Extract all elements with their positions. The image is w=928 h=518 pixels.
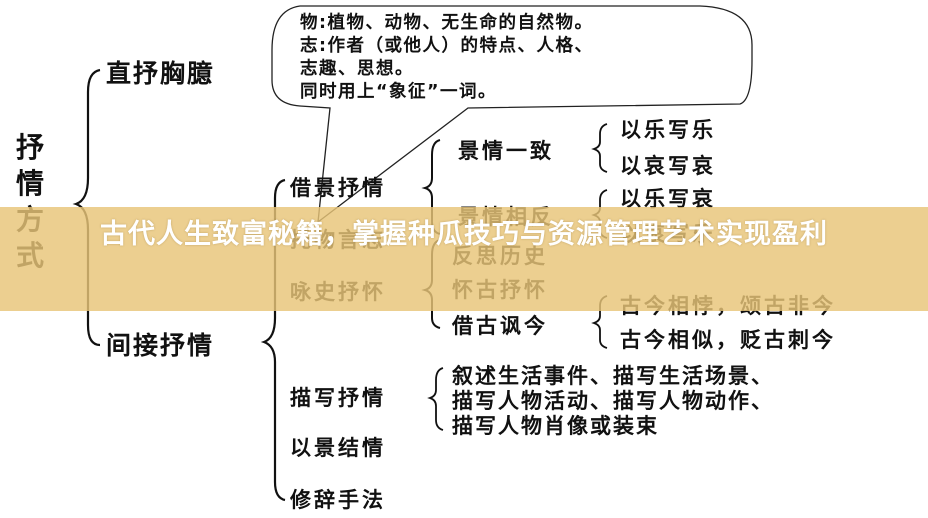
method-miaoxie: 描写抒情	[290, 386, 386, 410]
jiegu-sub: 古今相似，贬古刺今	[620, 328, 836, 352]
callout-bubble-outline	[271, 5, 753, 224]
miaoxie-line: 叙述生活事件、描写生活场景、	[452, 364, 774, 388]
jingqing-yizhi-sub: 以乐写乐	[620, 118, 716, 142]
miaoxie-details: 叙述生活事件、描写生活场景、 描写人物活动、描写人物动作、 描写人物肖像或装束	[452, 364, 774, 439]
callout-line: 志趣、思想。	[300, 59, 414, 79]
root-brace	[72, 68, 101, 347]
method-jiejing: 借景抒情	[290, 176, 386, 200]
callout-line: 志:作者（或他人）的特点、人格、	[300, 36, 594, 56]
yizhi-brace	[591, 123, 608, 173]
overlay-banner	[0, 207, 928, 311]
branch-indirect: 间接抒情	[106, 331, 215, 360]
miaoxie-brace	[427, 367, 444, 431]
method-xiuci: 修辞手法	[290, 488, 386, 512]
miaoxie-line: 描写人物肖像或装束	[452, 414, 659, 438]
jingqing-yizhi-sub: 以哀写哀	[620, 154, 716, 178]
callout-line: 同时用上“象征”一词。	[300, 82, 498, 102]
jingqing-yizhi: 景情一致	[458, 139, 554, 163]
miaoxie-line: 描写人物活动、描写人物动作、	[452, 389, 774, 413]
callout-line: 物:植物、动物、无生命的自然物。	[300, 13, 594, 33]
banner-title: 古代人生致富秘籍，掌握种瓜技巧与资源管理艺术实现盈利	[100, 219, 828, 250]
branch-direct: 直抒胸臆	[106, 59, 215, 88]
method-yijing: 以景结情	[290, 436, 386, 460]
callout-bubble: 物:植物、动物、无生命的自然物。 志:作者（或他人）的特点、人格、 志趣、思想。…	[300, 12, 594, 104]
yongshi-jiegu: 借古讽今	[452, 314, 548, 338]
indirect-brace	[260, 178, 286, 502]
